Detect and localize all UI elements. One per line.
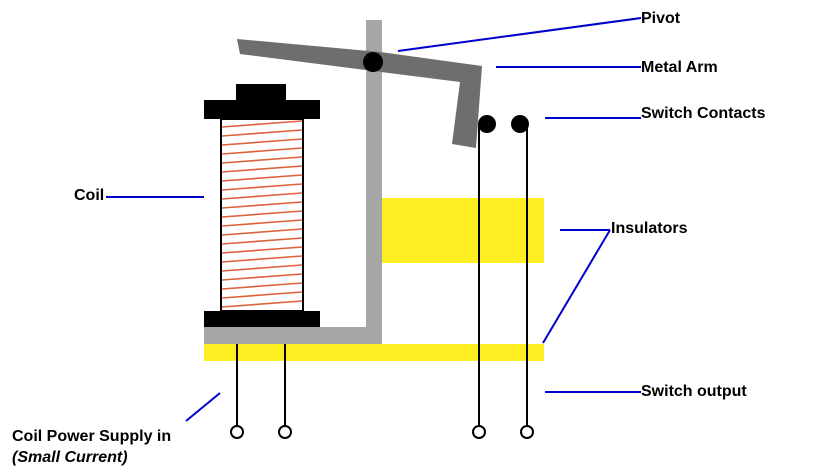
bobbin-bottom-flange bbox=[204, 311, 320, 327]
coil-turn bbox=[221, 183, 303, 191]
pivot-point bbox=[363, 52, 383, 72]
coil-turn bbox=[221, 210, 303, 218]
coil-terminal-left bbox=[230, 425, 244, 439]
coil-turn bbox=[221, 156, 303, 164]
bobbin-top-flange bbox=[204, 100, 320, 119]
switch-contacts-label: Switch Contacts bbox=[641, 105, 766, 122]
coil-power-leader-line bbox=[185, 392, 221, 422]
switch-contact-right bbox=[511, 115, 529, 133]
switch-terminal-right bbox=[520, 425, 534, 439]
base-insulator bbox=[204, 344, 544, 361]
small-current-label: (Small Current) bbox=[12, 449, 128, 466]
coil-turn bbox=[221, 219, 303, 227]
coil-turn bbox=[221, 138, 303, 146]
coil-turn bbox=[221, 273, 303, 281]
coil-turn bbox=[221, 201, 303, 209]
coil-turn bbox=[221, 129, 303, 137]
coil-turn bbox=[221, 120, 303, 128]
coil-power-supply-label: Coil Power Supply in bbox=[12, 428, 171, 445]
frame-horizontal bbox=[204, 327, 382, 344]
coil-turn bbox=[221, 147, 303, 155]
coil-label: Coil bbox=[74, 187, 104, 204]
coil-turn bbox=[221, 165, 303, 173]
frame-vertical bbox=[366, 20, 382, 344]
coil-terminal-right bbox=[278, 425, 292, 439]
coil-turn bbox=[221, 192, 303, 200]
coil-turn bbox=[221, 291, 303, 299]
pivot-label: Pivot bbox=[641, 10, 681, 27]
coil-turn bbox=[221, 237, 303, 245]
switch-terminal-left bbox=[472, 425, 486, 439]
insulators-label: Insulators bbox=[611, 220, 688, 237]
coil-winding bbox=[220, 118, 304, 312]
switch-output-label: Switch output bbox=[641, 383, 747, 400]
coil-turn bbox=[221, 282, 303, 290]
upper-insulator bbox=[382, 198, 544, 263]
metal-arm bbox=[237, 39, 482, 148]
insulators-leader-line-lower bbox=[542, 229, 611, 344]
coil-turn bbox=[221, 264, 303, 272]
pivot-leader-line bbox=[397, 17, 642, 52]
coil-turn bbox=[221, 174, 303, 182]
coil-turn bbox=[221, 255, 303, 263]
bobbin-cap bbox=[236, 84, 286, 101]
coil-turn bbox=[221, 246, 303, 254]
coil-turn bbox=[221, 300, 303, 308]
coil-turn bbox=[221, 228, 303, 236]
metal-arm-label: Metal Arm bbox=[641, 59, 718, 76]
switch-contact-left bbox=[478, 115, 496, 133]
